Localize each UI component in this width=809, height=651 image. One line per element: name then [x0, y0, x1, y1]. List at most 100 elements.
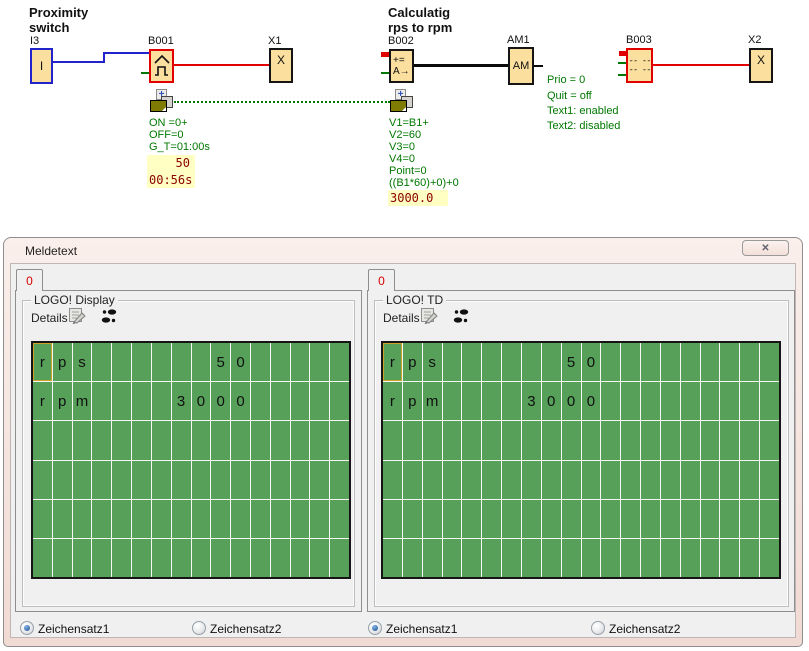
lcd-cell[interactable] — [132, 539, 151, 577]
lcd-cell[interactable] — [601, 421, 620, 459]
lcd-cell[interactable] — [720, 421, 739, 459]
lcd-cell[interactable]: 0 — [582, 382, 601, 420]
lcd-cell[interactable] — [403, 539, 422, 577]
lcd-cell[interactable] — [92, 343, 111, 381]
block-input-i3[interactable]: I — [30, 48, 53, 84]
lcd-cell[interactable] — [291, 421, 310, 459]
lcd-cell[interactable] — [92, 500, 111, 538]
lcd-cell[interactable] — [681, 382, 700, 420]
lcd-cell[interactable] — [740, 461, 759, 499]
lcd-cell[interactable] — [582, 461, 601, 499]
lcd-cell[interactable] — [33, 461, 52, 499]
lcd-cell[interactable] — [192, 343, 211, 381]
lcd-cell[interactable] — [53, 500, 72, 538]
lcd-cell[interactable]: 0 — [211, 382, 230, 420]
block-output-x1[interactable]: X — [269, 48, 293, 83]
lcd-cell[interactable] — [112, 500, 131, 538]
lcd-cell[interactable]: 5 — [211, 343, 230, 381]
lcd-cell[interactable] — [641, 461, 660, 499]
lcd-cell[interactable] — [271, 500, 290, 538]
lcd-cell[interactable] — [152, 343, 171, 381]
lcd-cell[interactable]: 0 — [562, 382, 581, 420]
lcd-cell[interactable] — [443, 500, 462, 538]
lcd-cell[interactable]: 0 — [231, 382, 250, 420]
lcd-cell[interactable] — [132, 421, 151, 459]
lcd-cell[interactable] — [172, 539, 191, 577]
lcd-cell[interactable] — [231, 539, 250, 577]
lcd-cell[interactable] — [132, 461, 151, 499]
lcd-cell[interactable] — [423, 500, 442, 538]
block-analog-marker-am1[interactable]: AM — [508, 47, 534, 85]
tab-0-display[interactable]: 0 — [16, 269, 43, 291]
lcd-cell[interactable] — [271, 421, 290, 459]
lcd-cell[interactable] — [562, 421, 581, 459]
lcd-cell[interactable] — [740, 539, 759, 577]
lcd-cell[interactable] — [423, 539, 442, 577]
live-value-b002[interactable]: 3000.0 — [388, 190, 448, 206]
lcd-cell[interactable] — [92, 461, 111, 499]
lcd-cell[interactable] — [231, 421, 250, 459]
lcd-cell[interactable] — [53, 539, 72, 577]
lcd-cell[interactable] — [522, 421, 541, 459]
lcd-cell[interactable] — [522, 539, 541, 577]
lcd-cell[interactable] — [383, 539, 402, 577]
lcd-cell[interactable] — [681, 461, 700, 499]
lcd-cell[interactable] — [601, 539, 620, 577]
lcd-cell[interactable] — [403, 461, 422, 499]
lcd-cell[interactable] — [621, 539, 640, 577]
lcd-cell[interactable] — [251, 461, 270, 499]
lcd-cell[interactable] — [271, 539, 290, 577]
lcd-cell[interactable] — [601, 343, 620, 381]
lcd-cell[interactable] — [740, 421, 759, 459]
lcd-cell[interactable] — [291, 382, 310, 420]
lcd-cell[interactable] — [542, 421, 561, 459]
lcd-cell[interactable] — [231, 500, 250, 538]
lcd-cell[interactable] — [681, 343, 700, 381]
lcd-cell[interactable] — [33, 421, 52, 459]
lcd-cell[interactable] — [310, 539, 329, 577]
lcd-cell[interactable] — [720, 539, 739, 577]
radio-display-zeichensatz1[interactable] — [20, 621, 34, 635]
radio-label[interactable]: Zeichensatz2 — [609, 622, 680, 636]
lcd-cell[interactable] — [291, 461, 310, 499]
lcd-cell[interactable] — [383, 461, 402, 499]
lcd-cell[interactable] — [53, 461, 72, 499]
lcd-cell[interactable] — [211, 421, 230, 459]
lcd-cell[interactable]: 0 — [192, 382, 211, 420]
lcd-cell[interactable] — [211, 461, 230, 499]
lcd-cell[interactable] — [132, 382, 151, 420]
lcd-cell[interactable] — [310, 382, 329, 420]
lcd-cell[interactable] — [582, 500, 601, 538]
lcd-cell[interactable] — [760, 461, 779, 499]
block-math-b002[interactable]: +=A→ — [389, 49, 414, 83]
lcd-cell[interactable] — [330, 539, 349, 577]
tab-0-td[interactable]: 0 — [368, 269, 395, 291]
lcd-cell[interactable] — [502, 461, 521, 499]
lcd-cell[interactable] — [73, 421, 92, 459]
lcd-cell[interactable] — [192, 539, 211, 577]
lcd-cell[interactable] — [112, 461, 131, 499]
lcd-cell[interactable]: p — [403, 343, 422, 381]
lcd-cell[interactable] — [172, 500, 191, 538]
lcd-cell[interactable]: r — [383, 382, 402, 420]
live-timer-b001[interactable]: 00:56s — [147, 172, 195, 188]
lcd-cell[interactable] — [192, 421, 211, 459]
lcd-cell[interactable] — [502, 421, 521, 459]
lcd-cell[interactable] — [701, 461, 720, 499]
lcd-cell[interactable]: 5 — [562, 343, 581, 381]
lcd-cell[interactable] — [271, 461, 290, 499]
lcd-cell[interactable] — [92, 382, 111, 420]
lcd-cell[interactable] — [502, 539, 521, 577]
lcd-cell[interactable] — [621, 500, 640, 538]
radio-label[interactable]: Zeichensatz1 — [386, 622, 457, 636]
lcd-cell[interactable] — [112, 343, 131, 381]
lcd-cell[interactable]: p — [53, 382, 72, 420]
block-output-x2[interactable]: X — [749, 48, 773, 83]
lcd-cell[interactable] — [681, 421, 700, 459]
lcd-cell[interactable] — [661, 539, 680, 577]
lcd-cell[interactable] — [482, 421, 501, 459]
lcd-cell[interactable] — [621, 382, 640, 420]
lcd-cell[interactable] — [661, 382, 680, 420]
lcd-cell[interactable] — [152, 421, 171, 459]
lcd-cell[interactable] — [701, 421, 720, 459]
